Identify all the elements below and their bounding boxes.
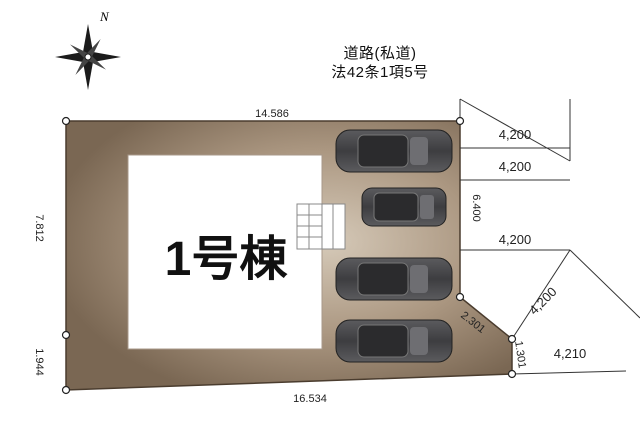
dim-bottom-edge: 16.534 bbox=[293, 393, 327, 405]
dim-left-lower: 1.944 bbox=[33, 348, 45, 376]
road-law-label: 法42条1項5号 bbox=[331, 64, 429, 81]
road-name: 道路(私道) bbox=[343, 45, 417, 62]
road-width-3: 4,200 bbox=[499, 232, 532, 247]
car-icon bbox=[335, 257, 453, 301]
road-width-2: 4,200 bbox=[499, 159, 532, 174]
road-width-1: 4,200 bbox=[499, 127, 532, 142]
car-icon bbox=[335, 319, 453, 363]
building-footprint bbox=[127, 154, 323, 350]
car-icon bbox=[335, 129, 453, 173]
building-label: 1号棟 bbox=[165, 233, 289, 286]
parking-cars bbox=[335, 129, 453, 363]
dim-left-upper: 7.812 bbox=[33, 214, 45, 242]
lot-vertices bbox=[61, 116, 517, 395]
dim-right-edge: 6.400 bbox=[470, 194, 482, 222]
car-icon bbox=[361, 187, 447, 227]
compass-rose-icon bbox=[55, 24, 121, 90]
north-label: N bbox=[99, 9, 110, 24]
dim-right-lower: 1.301 bbox=[512, 340, 528, 369]
entrance-steps bbox=[296, 203, 346, 250]
dim-top-edge: 14.586 bbox=[255, 108, 289, 120]
road-lines bbox=[459, 98, 640, 375]
road-width-4: 4,200 bbox=[526, 284, 560, 318]
road-width-5: 4,210 bbox=[554, 346, 587, 361]
